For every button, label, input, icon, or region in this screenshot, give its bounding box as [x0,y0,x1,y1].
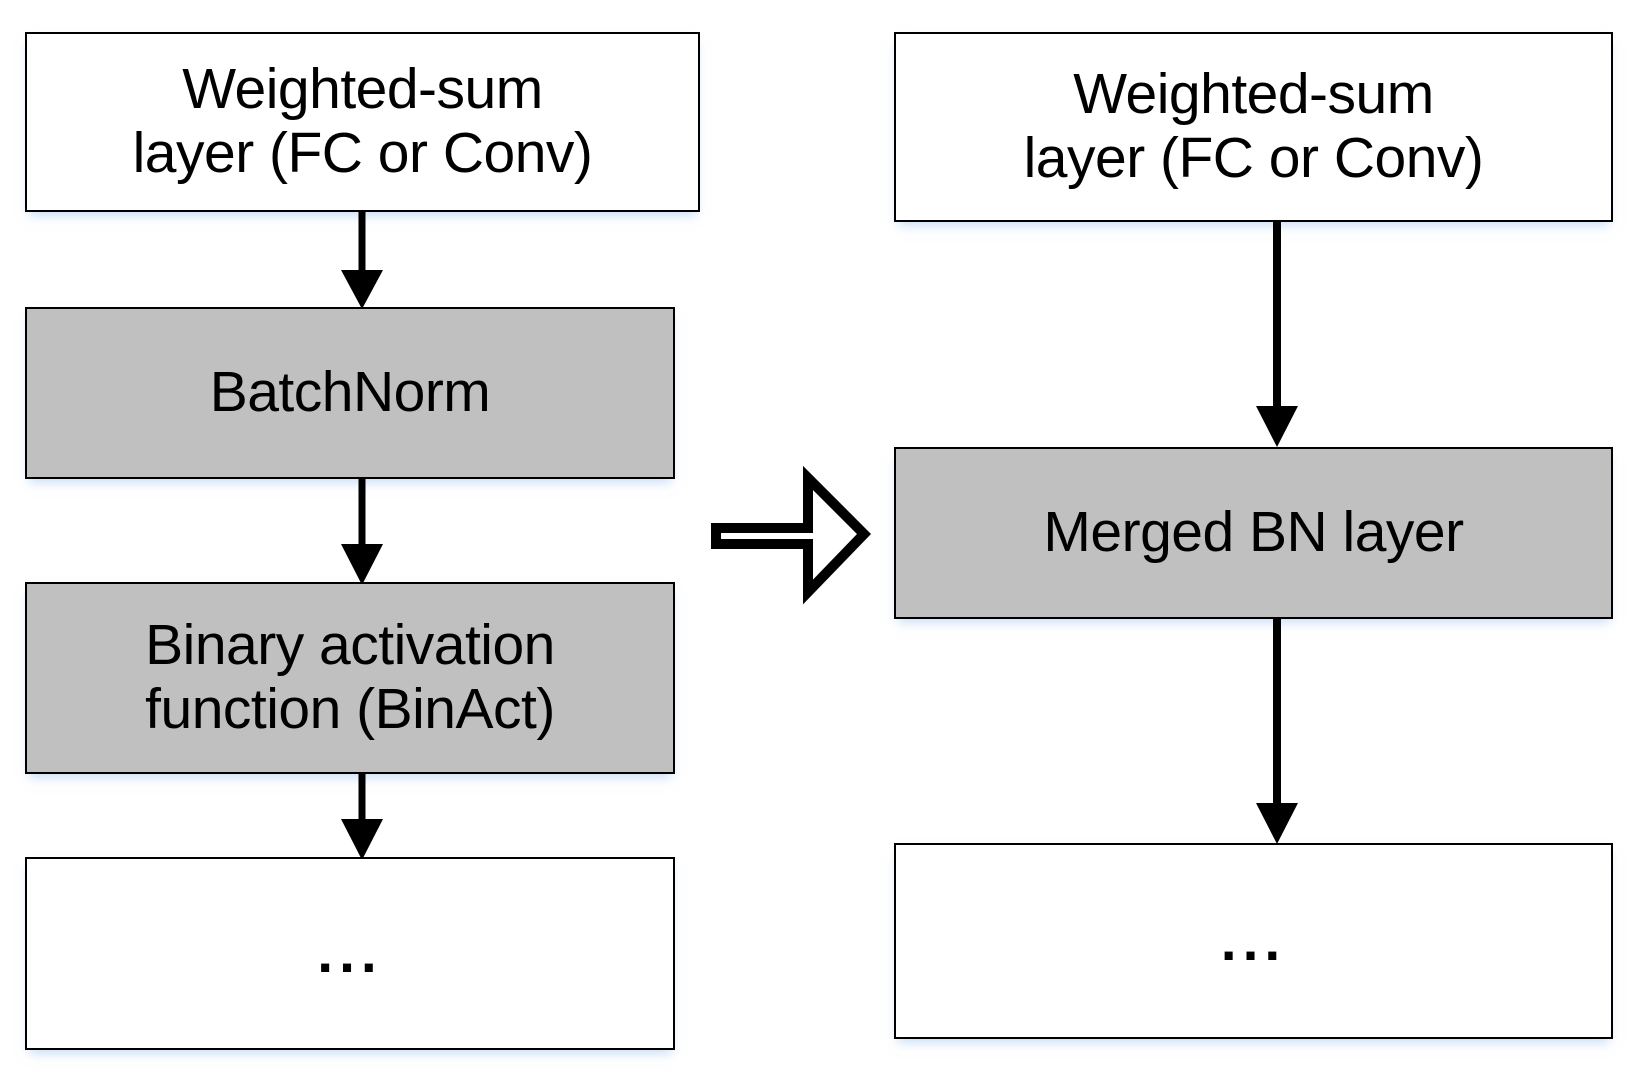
node-right-ellipsis: ... [894,843,1613,1039]
connector-right-2 [1256,617,1298,844]
node-right-weighted-sum: Weighted-sum layer (FC or Conv) [894,32,1613,222]
node-left-batchnorm-label: BatchNorm [209,360,491,425]
node-right-merged-bn-label: Merged BN layer [1043,500,1464,565]
connector-left-3 [341,773,383,860]
node-left-weighted-sum: Weighted-sum layer (FC or Conv) [25,32,700,212]
node-left-ellipsis-label: ... [317,921,383,985]
connector-left-2 [341,478,383,585]
connector-right-1 [1256,220,1298,447]
node-left-binact-label: Binary activation function (BinAct) [145,613,555,741]
node-left-binact: Binary activation function (BinAct) [25,582,675,774]
node-right-merged-bn: Merged BN layer [894,447,1613,619]
node-left-weighted-sum-label: Weighted-sum layer (FC or Conv) [132,57,593,185]
connector-left-1 [341,210,383,309]
node-right-weighted-sum-label: Weighted-sum layer (FC or Conv) [1023,62,1484,190]
node-left-ellipsis: ... [25,857,675,1050]
merge-transform-arrow [711,465,872,605]
node-right-ellipsis-label: ... [1220,908,1287,973]
node-left-batchnorm: BatchNorm [25,307,675,479]
